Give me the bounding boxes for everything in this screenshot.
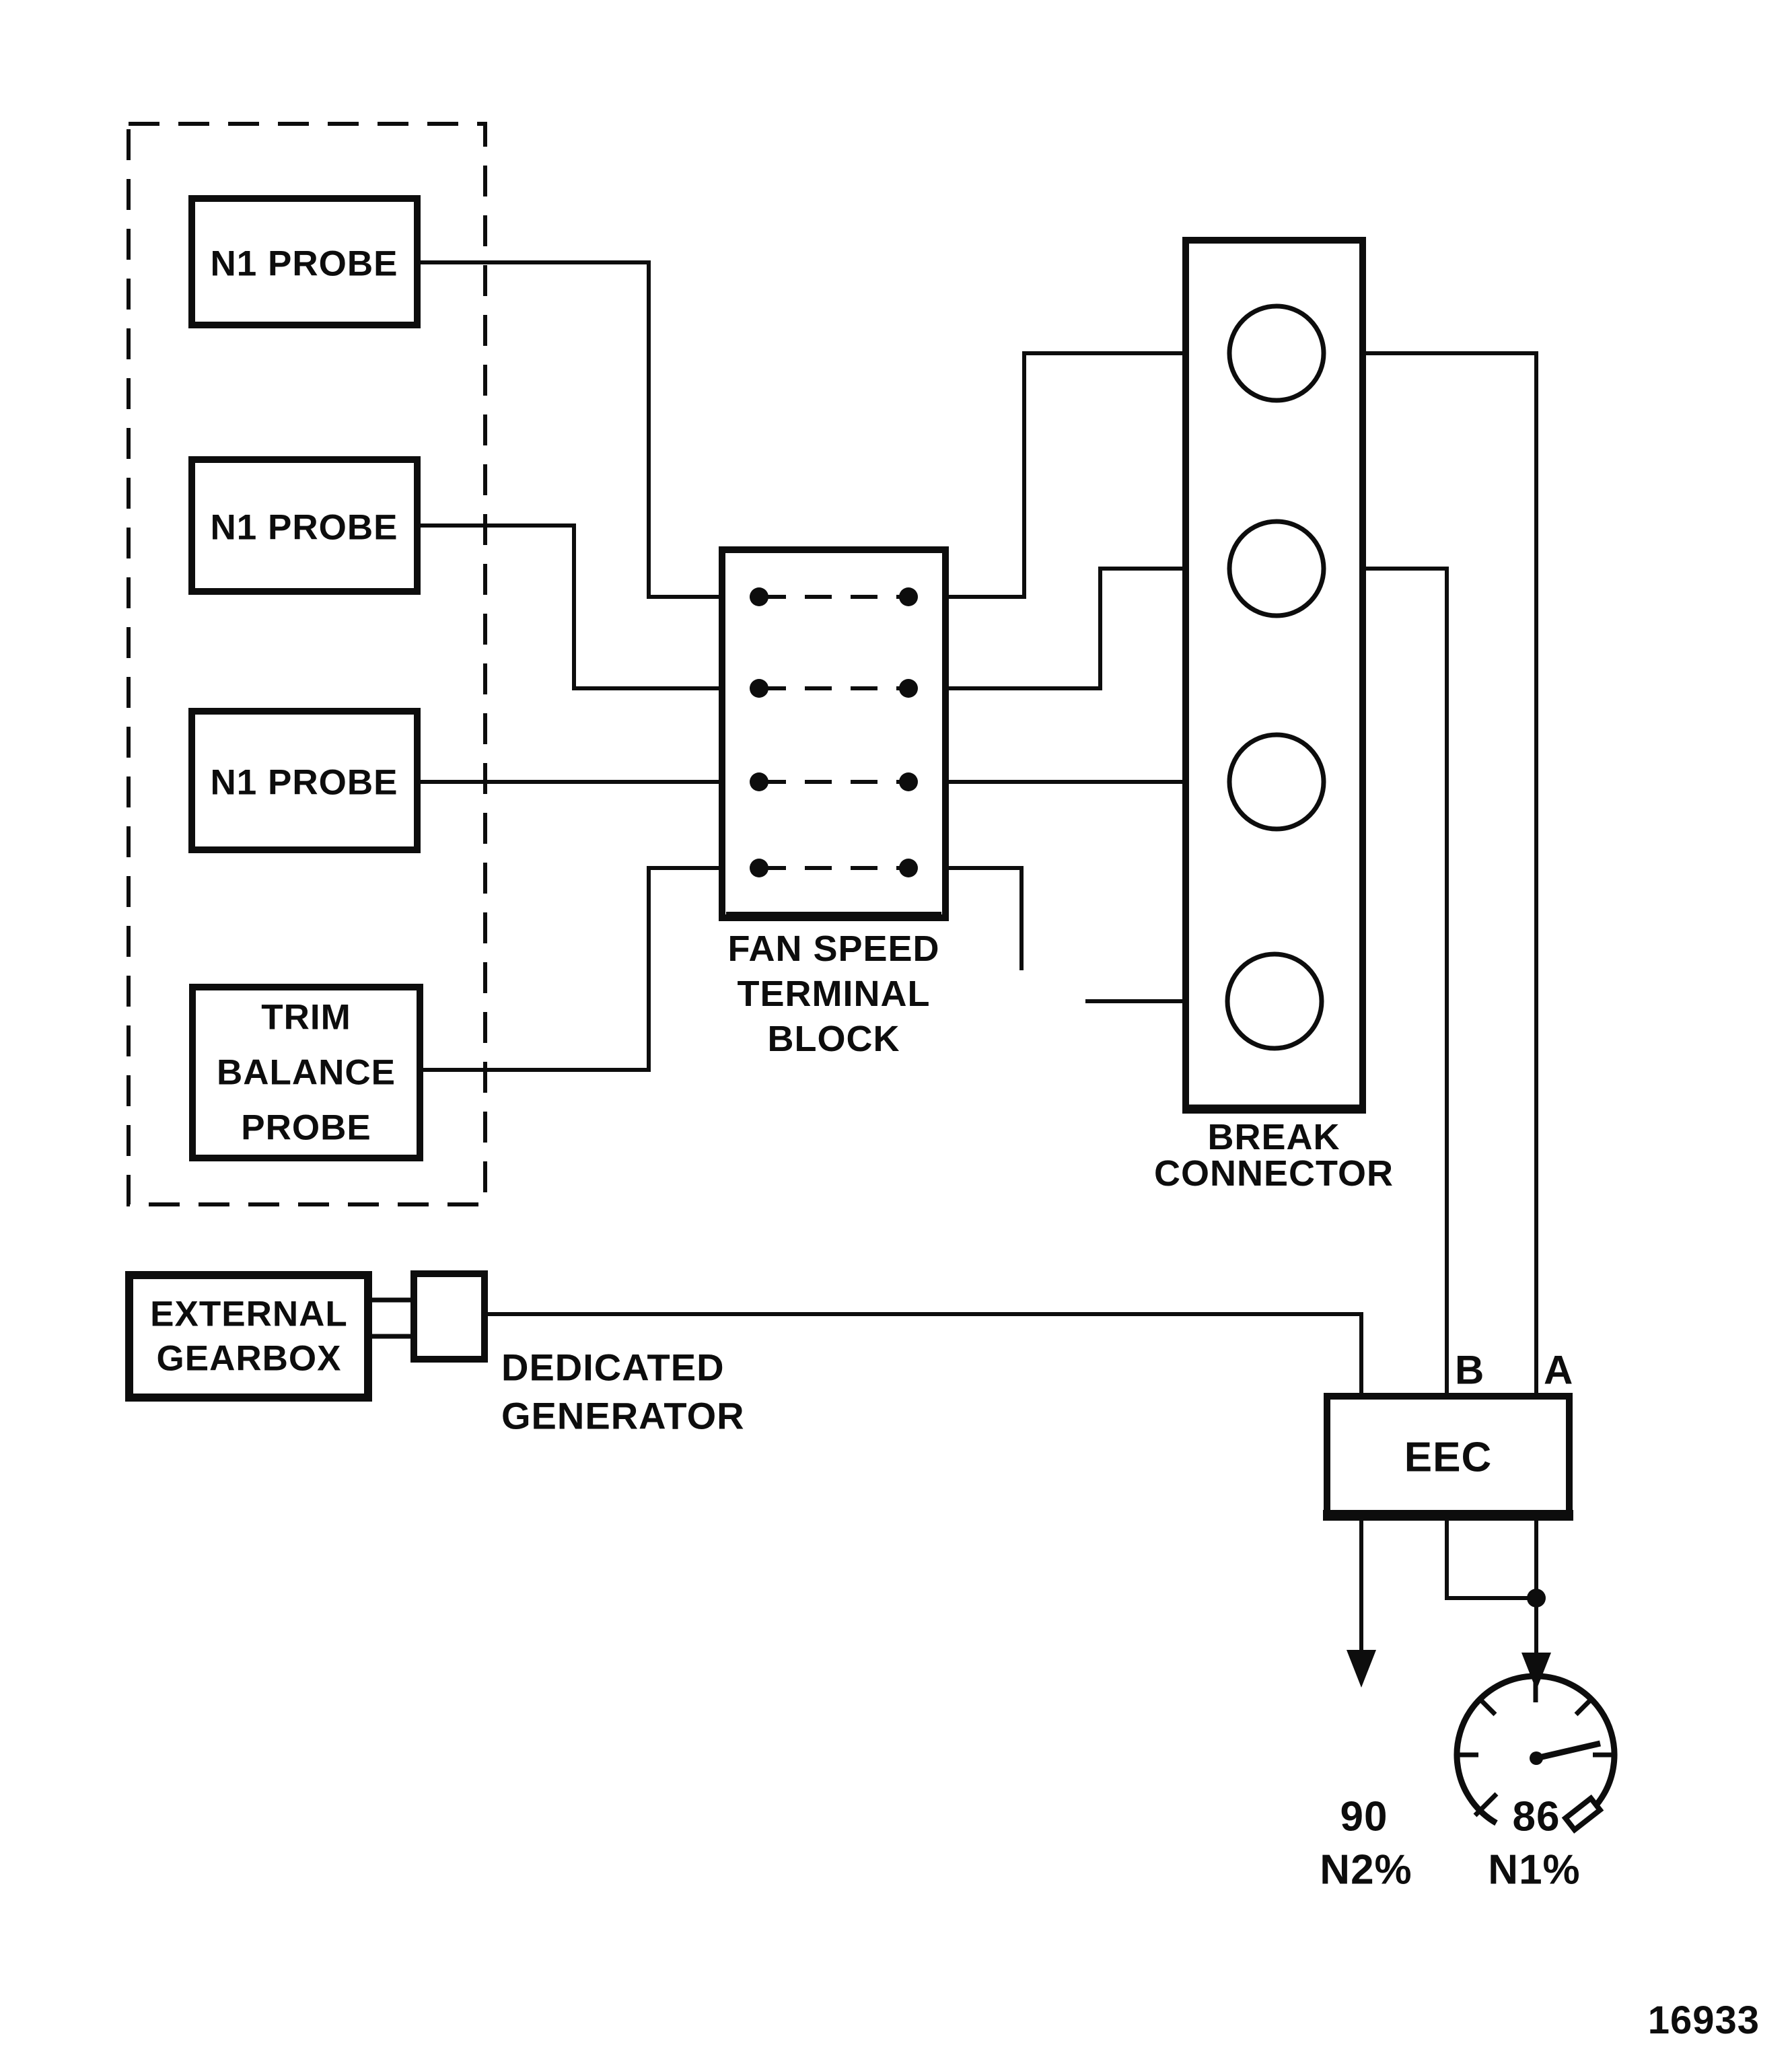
terminal-dot (899, 859, 918, 877)
break-connector-circle-2 (1227, 519, 1326, 618)
wire-n1-probe-1-to-block (417, 260, 759, 599)
terminal-dot (750, 679, 768, 698)
n1-probe-label-3: N1 PROBE (211, 763, 398, 803)
trim-balance-probe-box (189, 984, 423, 1161)
break-connector-label-line1: BREAK (1207, 1117, 1340, 1157)
trim-probe-label-line2: BALANCE (217, 1053, 396, 1093)
dedicated-generator-box (410, 1270, 488, 1363)
terminal-block-label-line2: TERMINAL (738, 974, 931, 1014)
n1-probe-box-3 (188, 708, 421, 853)
external-gearbox-label-line2: GEARBOX (157, 1339, 342, 1379)
n2-output-arrowhead (1347, 1650, 1376, 1688)
fan-speed-terminal-block (719, 546, 949, 921)
eec-output-jog-line (1445, 1515, 1536, 1600)
dedicated-generator-label-line1: DEDICATED (501, 1346, 725, 1389)
n2-output-value: 90 (1340, 1794, 1388, 1840)
gauge-tick-730 (1473, 1792, 1499, 1817)
n1-gauge-value: 86 (1513, 1794, 1561, 1840)
trim-probe-label-line3: PROBE (241, 1108, 371, 1148)
terminal-block-label-line1: FAN SPEED (727, 929, 939, 969)
external-gearbox-label-line1: EXTERNAL (150, 1295, 348, 1334)
eec-label: EEC (1404, 1435, 1492, 1481)
break-connector-circle-4 (1225, 951, 1324, 1051)
terminal-dot (750, 859, 768, 877)
figure-number: 16933 (1648, 1998, 1760, 2042)
n1-output-arrowhead (1521, 1653, 1551, 1690)
n1-output-label: N1% (1488, 1847, 1580, 1893)
eec-box (1324, 1393, 1573, 1519)
terminal-dot (899, 772, 918, 791)
eec-terminal-b-label: B (1455, 1348, 1484, 1393)
break-connector-circle-3 (1227, 732, 1326, 832)
dedicated-generator-label-line2: GENERATOR (501, 1395, 745, 1437)
wire-trim-probe-to-block (420, 866, 759, 1072)
n1-gauge-dial-rim (1454, 1673, 1618, 1826)
wire-generator-to-eec (485, 1312, 1363, 1396)
n1-probe-box-1 (188, 195, 421, 328)
wire-block-row2-to-connector (908, 567, 1229, 690)
n2-output-label: N2% (1320, 1847, 1412, 1893)
terminal-dot (750, 587, 768, 606)
terminal-dot (750, 772, 768, 791)
external-gearbox-box (125, 1271, 372, 1402)
gauge-tick-1030 (1478, 1697, 1497, 1716)
n1-probe-box-2 (188, 456, 421, 595)
terminal-dot (899, 679, 918, 698)
engine-boundary-dashed-box (127, 122, 487, 1206)
terminal-dot (899, 587, 918, 606)
n1-probe-label-2: N1 PROBE (211, 508, 398, 548)
gauge-needle (1535, 1740, 1602, 1762)
wire-circle1-to-eec-terminal-a (1324, 351, 1538, 1396)
terminal-block-label-line3: BLOCK (768, 1019, 900, 1059)
n1-probe-label-1: N1 PROBE (211, 244, 398, 284)
gauge-reference-bug (1561, 1794, 1604, 1834)
gauge-needle-pivot (1530, 1751, 1543, 1765)
break-connector-label-line2: CONNECTOR (1154, 1153, 1394, 1194)
gauge-tick-130 (1574, 1697, 1593, 1716)
trim-probe-label-line1: TRIM (261, 998, 351, 1038)
wire-n1-probe-2-to-block (417, 523, 759, 690)
wire-block-row1-to-connector (908, 351, 1229, 599)
break-connector-circle-1 (1227, 303, 1326, 403)
eec-terminal-a-label: A (1544, 1348, 1573, 1393)
